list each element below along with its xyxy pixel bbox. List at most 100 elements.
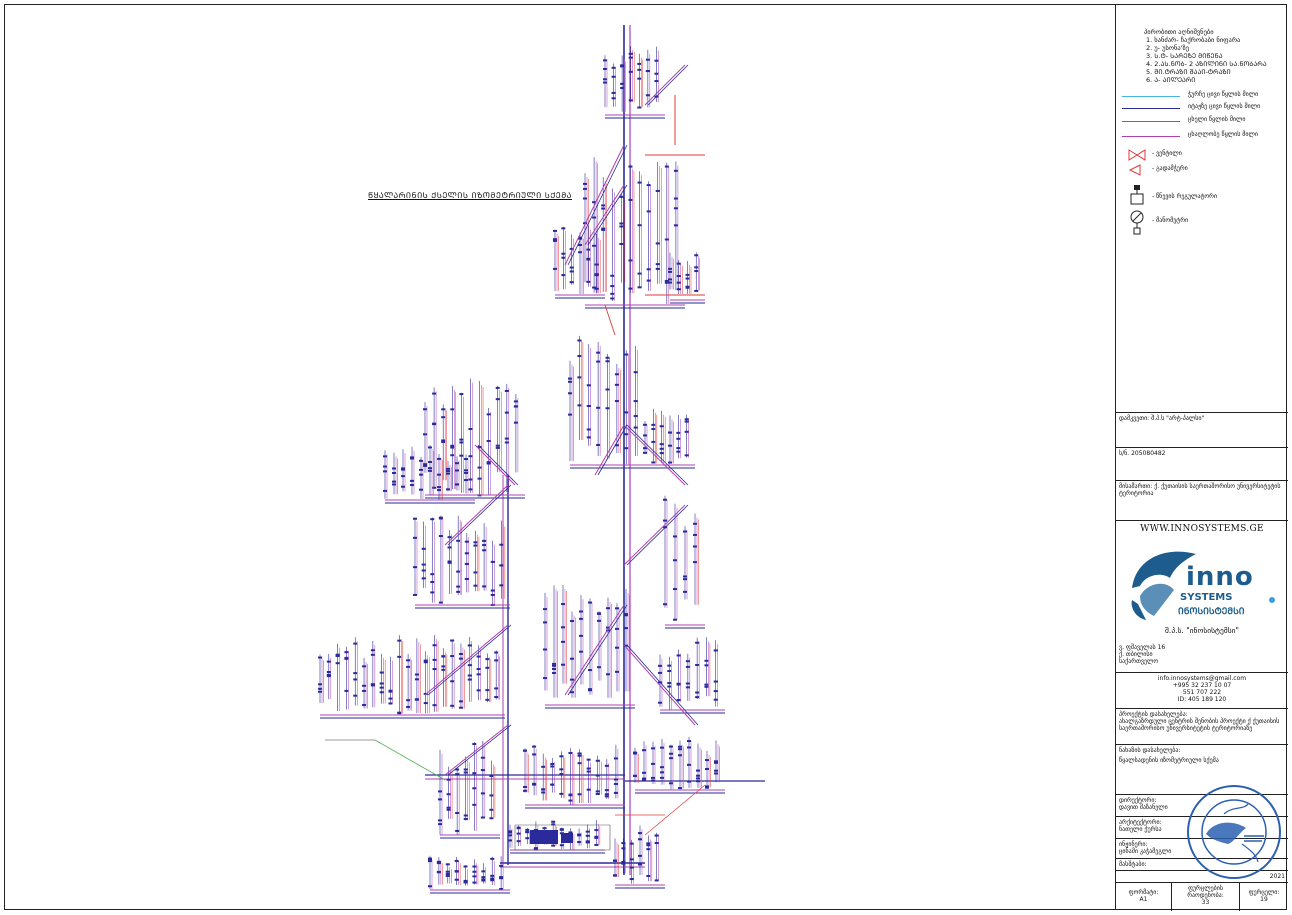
fixture-mark xyxy=(664,281,669,284)
fixture-mark xyxy=(543,621,547,624)
drawing-name: წყალსადენის იზომეტრიული სქემა xyxy=(1119,757,1219,764)
fixture-mark xyxy=(586,384,591,387)
fixture-mark xyxy=(673,535,677,538)
fixture-mark xyxy=(714,769,718,772)
company-address-line: ვ. ფშაველას 16 xyxy=(1119,644,1166,651)
fixture-mark xyxy=(615,670,619,673)
fixture-mark xyxy=(579,617,583,620)
fixture-mark xyxy=(428,467,432,470)
fixture-mark xyxy=(651,440,656,443)
fixture-mark xyxy=(601,204,606,207)
fixture-mark xyxy=(421,577,426,580)
fixture-mark xyxy=(438,798,442,801)
fixture-mark xyxy=(628,70,633,73)
fixture-mark xyxy=(663,498,667,501)
fixture-mark xyxy=(594,836,599,839)
fixture-mark xyxy=(476,673,481,676)
fixture-mark xyxy=(430,591,435,594)
fixture-mark xyxy=(585,834,590,837)
fixture-mark xyxy=(614,373,619,376)
fixture-mark xyxy=(597,612,601,615)
fixture-mark xyxy=(383,470,387,473)
fixture-mark xyxy=(695,641,700,644)
fixture-mark xyxy=(695,663,700,666)
legend-item: 3. Ს.Ტ- ᲡᲐᲠᲔᲖᲔ ᲛᲘᲬᲔᲜᲐ xyxy=(1146,52,1223,60)
fixture-mark xyxy=(586,758,591,761)
fixture-mark xyxy=(642,777,646,780)
fixture-mark xyxy=(438,819,442,822)
legend-symbol-label: - გადამჭერი xyxy=(1152,165,1188,172)
fixture-mark xyxy=(588,688,592,691)
fixture-mark xyxy=(552,664,556,667)
fixture-mark xyxy=(585,830,590,833)
address-cell: მისამართი: ქ. ქუთაისის საერთაშორისო უნივ… xyxy=(1116,480,1288,520)
fixture-mark xyxy=(619,242,624,245)
fixture-mark xyxy=(613,791,618,794)
fixture-mark xyxy=(494,651,499,654)
site-address: მისამართი: ქ. ქუთაისის საერთაშორისო უნივ… xyxy=(1119,483,1281,497)
fixture-mark xyxy=(446,467,450,470)
fixture-mark xyxy=(611,91,616,94)
fixture-mark xyxy=(406,665,411,668)
fixture-mark xyxy=(551,844,556,847)
fixture-mark xyxy=(486,461,491,464)
fixture-mark xyxy=(673,588,677,591)
fixture-mark xyxy=(676,437,681,440)
fixture-mark xyxy=(577,841,582,844)
fixture-mark xyxy=(486,413,491,416)
fixture-mark xyxy=(646,279,651,282)
fixture-mark xyxy=(445,863,450,866)
fixture-mark xyxy=(472,875,477,878)
fixture-mark xyxy=(654,59,659,62)
fixture-mark xyxy=(550,765,555,768)
fixture-mark xyxy=(646,848,651,851)
fixture-mark xyxy=(664,238,669,241)
fixture-mark xyxy=(637,62,642,65)
fixture-mark xyxy=(654,842,659,845)
fixture-mark xyxy=(646,844,651,847)
fixture-mark xyxy=(663,603,667,606)
fixture-mark xyxy=(447,561,452,564)
fixture-mark xyxy=(490,879,495,882)
fixture-mark xyxy=(579,610,583,613)
fixture-mark xyxy=(472,787,477,790)
fixture-mark xyxy=(421,569,426,572)
fixture-mark xyxy=(445,872,450,875)
fixture-mark xyxy=(597,666,601,669)
fixture-mark xyxy=(432,668,437,671)
contact-email[interactable]: info.innosystems@gmail.com xyxy=(1157,675,1247,682)
scale-label: მასშტაბი: xyxy=(1119,861,1147,868)
fixture-mark xyxy=(654,72,659,75)
fixture-mark xyxy=(450,446,455,449)
fixture-mark xyxy=(586,405,591,408)
fixture-mark xyxy=(468,488,473,491)
fixture-mark xyxy=(450,444,455,447)
fixture-mark xyxy=(406,659,411,662)
fixture-mark xyxy=(646,842,651,845)
fixture-mark xyxy=(559,828,564,831)
fixture-mark xyxy=(615,646,619,649)
valve-icon xyxy=(1128,149,1146,161)
fixture-mark xyxy=(668,431,672,434)
fixture-mark xyxy=(513,400,518,403)
fixture-mark xyxy=(464,577,469,580)
diagonal-pipe xyxy=(444,484,509,546)
fixture-mark xyxy=(693,561,697,564)
fixture-mark xyxy=(450,704,455,707)
fixture-mark xyxy=(586,428,591,431)
fixture-mark xyxy=(568,380,572,383)
fixture-mark xyxy=(495,444,500,447)
diagonal-pipe xyxy=(447,484,512,546)
fixture-mark xyxy=(499,564,504,567)
fixture-mark xyxy=(450,408,455,411)
fixture-mark xyxy=(606,629,610,632)
fixture-mark xyxy=(437,457,441,460)
fixture-mark xyxy=(667,685,672,688)
fixture-mark xyxy=(658,671,662,674)
fixture-mark xyxy=(450,655,455,658)
fixture-mark xyxy=(490,560,495,563)
fixture-mark xyxy=(628,198,633,201)
fixture-mark xyxy=(628,99,633,102)
fixture-mark xyxy=(568,752,573,755)
fixture-mark xyxy=(651,762,655,765)
